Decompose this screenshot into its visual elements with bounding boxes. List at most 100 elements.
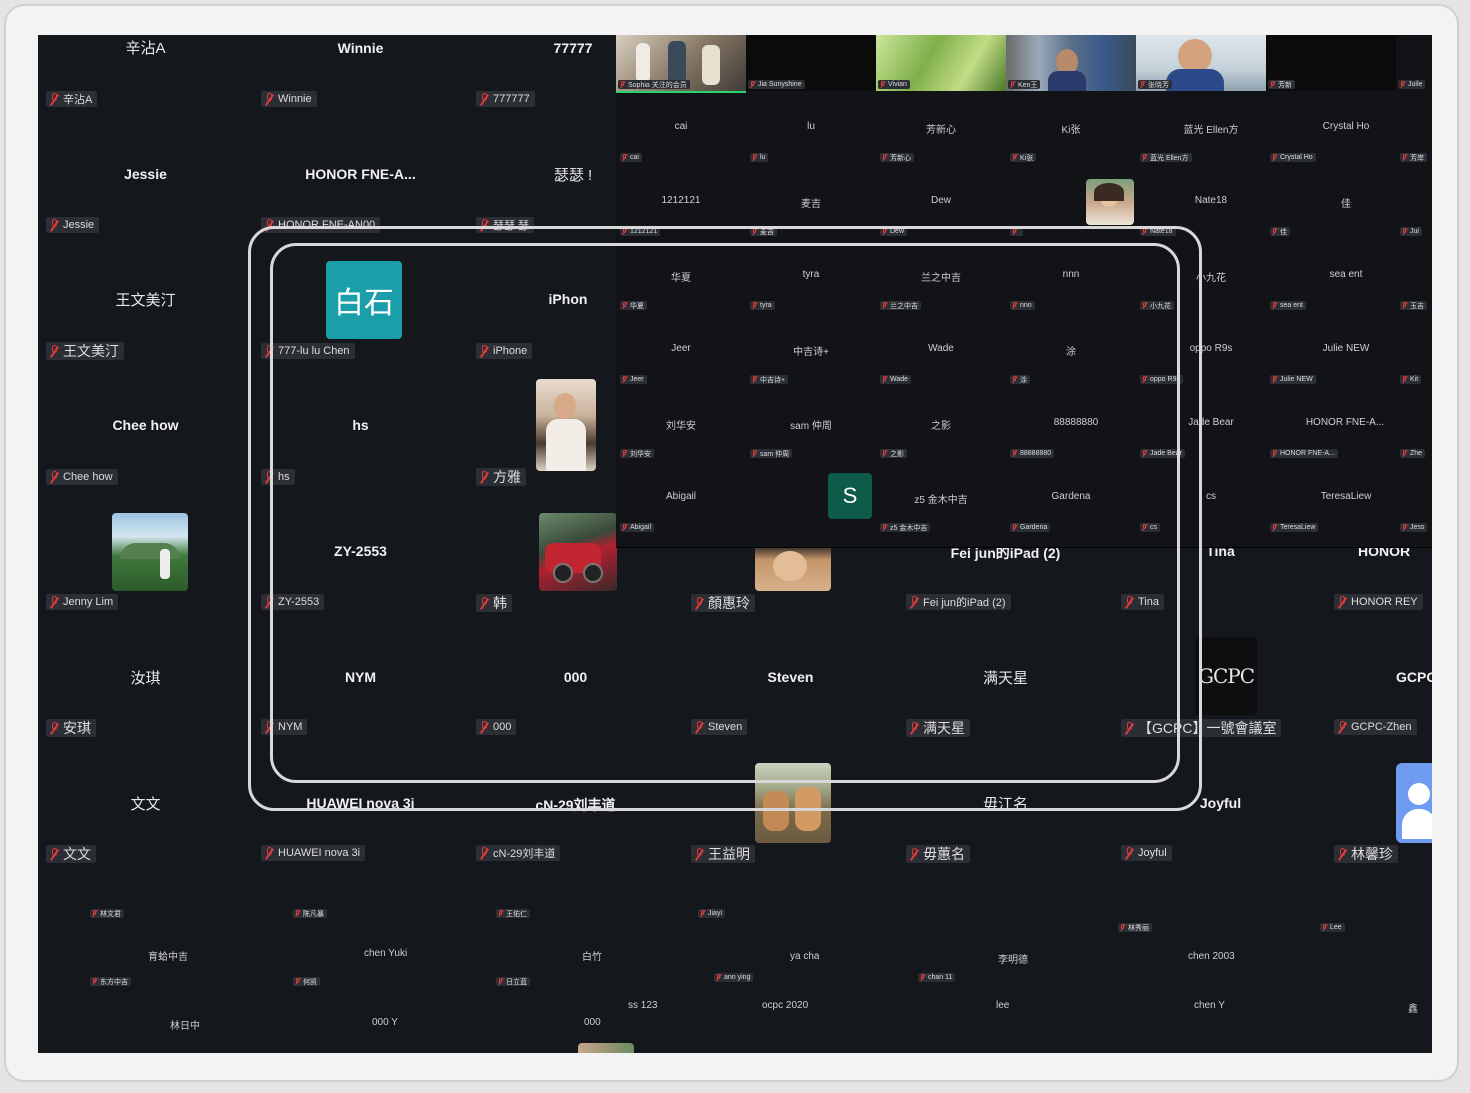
- mic-muted-icon: [1142, 524, 1148, 531]
- participant-name: Jeer: [671, 343, 691, 354]
- selection-outline-outer: [248, 226, 1202, 811]
- participant-name: 兰之中吉: [921, 273, 961, 284]
- participant-tile[interactable]: Steven Steven: [683, 665, 898, 745]
- participant-label: 芳新: [1268, 80, 1295, 89]
- mic-muted-icon: [622, 376, 628, 383]
- participant-tile[interactable]: 000 000: [468, 665, 683, 745]
- participant-tile[interactable]: HUAWEI nova 3i HUAWEI nova 3i: [253, 791, 468, 871]
- participant-label: 日立蓝: [496, 977, 530, 986]
- participant-tile[interactable]: 汝琪 安琪: [38, 665, 253, 745]
- participant-tile[interactable]: 满天星 满天星: [898, 665, 1113, 745]
- mic-muted-icon: [1337, 720, 1348, 734]
- mic-muted-icon: [1337, 847, 1348, 861]
- participant-label: 王益明: [691, 845, 755, 863]
- participant-label: sam 仲周: [750, 449, 793, 458]
- participant-label: 777-lu lu Chen: [261, 343, 355, 359]
- mic-muted-icon: [622, 450, 628, 457]
- video-feed[interactable]: Ken王: [1006, 35, 1136, 91]
- participant-name: sea ent: [1329, 269, 1363, 280]
- participant-label: Jade Bear: [1140, 449, 1185, 458]
- participant-name: 刘华安: [666, 421, 696, 432]
- participant-name: 育蛤中吉: [148, 952, 188, 963]
- participant-tile[interactable]: Winnie Winnie: [253, 35, 468, 115]
- mic-muted-icon: [1012, 524, 1018, 531]
- participant-label: Chee how: [46, 469, 118, 485]
- participant-tile[interactable]: hs hs: [253, 413, 468, 493]
- mic-muted-icon: [49, 470, 60, 484]
- mic-muted-icon: [882, 302, 888, 309]
- mic-muted-icon: [479, 344, 490, 358]
- participant-tile[interactable]: ZY-2553 ZY-2553: [253, 539, 468, 619]
- participant-tile[interactable]: Jenny Lim: [38, 511, 253, 619]
- mic-muted-icon: [1270, 81, 1276, 88]
- participant-label: Ki张: [1010, 153, 1037, 162]
- participant-name: 1212121: [661, 195, 701, 206]
- video-feed[interactable]: 张晓芳: [1136, 35, 1266, 91]
- participant-name: Jessie: [124, 166, 167, 182]
- participant-label: 林文君: [90, 909, 124, 918]
- participant-tile[interactable]: iPhon iPhone: [468, 287, 618, 367]
- video-feed[interactable]: Sophia 关注的会员: [616, 35, 746, 93]
- participant-label: 辛沾A: [46, 91, 98, 107]
- participant-tile[interactable]: Jessie Jessie: [38, 161, 253, 241]
- participant-name: lu: [807, 121, 815, 132]
- participant-label: 000: [476, 719, 517, 735]
- profile-photo: [112, 513, 188, 591]
- mic-muted-icon: [752, 302, 758, 309]
- mic-muted-icon: [498, 978, 504, 985]
- participant-tile[interactable]: 77777 777777: [468, 35, 618, 115]
- participant-name: 满天星: [982, 670, 1028, 687]
- participant-label: 中吉诗+: [750, 375, 789, 384]
- video-feed[interactable]: Jia Sunyshine: [746, 35, 876, 91]
- participant-name: Nate18: [1194, 195, 1228, 206]
- participant-label: Jenny Lim: [46, 594, 119, 610]
- participant-label: 方雅: [476, 468, 526, 486]
- participant-name: ZY-2553: [334, 543, 387, 559]
- mic-muted-icon: [295, 910, 301, 917]
- participant-label: Julie NEW: [1270, 375, 1316, 384]
- participant-tile[interactable]: Joyful Joyful: [1113, 791, 1328, 871]
- participant-label: Ken王: [1008, 80, 1041, 89]
- participant-tile[interactable]: 方雅: [468, 379, 618, 493]
- profile-photo: [539, 513, 617, 591]
- participant-tile[interactable]: HONOR HONOR REY: [1328, 539, 1432, 619]
- video-feed[interactable]: Juile: [1396, 35, 1432, 91]
- participant-name: NYM: [344, 669, 377, 685]
- video-feed[interactable]: Vivian: [876, 35, 1006, 91]
- participant-name: chen 2003: [1188, 951, 1235, 962]
- participant-label: ann ying: [714, 973, 754, 982]
- participant-label: Joyful: [1121, 845, 1172, 861]
- mic-muted-icon: [49, 92, 60, 106]
- participant-tile[interactable]: 韩: [468, 511, 618, 619]
- participant-tile[interactable]: Chee how Chee how: [38, 413, 253, 493]
- participant-label: 涂: [1010, 375, 1030, 384]
- mic-muted-icon: [1272, 228, 1278, 235]
- mic-muted-icon: [498, 910, 504, 917]
- participant-tile[interactable]: Fei jun的iPad (2) Fei jun的iPad (2): [898, 539, 1113, 619]
- participant-tile[interactable]: 王文美汀 王文美汀: [38, 287, 253, 367]
- participant-label: Jia Sunyshine: [748, 80, 805, 89]
- participant-tile[interactable]: 辛沾A 辛沾A: [38, 35, 253, 115]
- participant-name: 之影: [931, 421, 951, 432]
- participant-tile[interactable]: 瑟瑟 ! 瑟瑟 瑟: [468, 161, 618, 241]
- participant-label: Abigail: [620, 523, 655, 532]
- participant-tile[interactable]: 文文 文文: [38, 791, 253, 871]
- participant-label: nnn: [1010, 301, 1035, 310]
- mic-muted-icon: [716, 974, 722, 981]
- participant-label: HUAWEI nova 3i: [261, 845, 366, 861]
- mic-muted-icon: [1402, 302, 1408, 309]
- participant-label: HONOR FNE-A...: [1270, 449, 1338, 458]
- participant-label: cs: [1140, 523, 1160, 532]
- participant-tile[interactable]: 林馨珍: [1328, 763, 1432, 871]
- participant-label: Fei jun的iPad (2): [906, 594, 1011, 610]
- participant-label: 芳岸: [1400, 153, 1427, 162]
- mic-muted-icon: [920, 974, 926, 981]
- participant-label: 张晓芳: [1138, 80, 1172, 89]
- profile-photo: [578, 1043, 634, 1053]
- video-feed[interactable]: 芳新: [1266, 35, 1396, 91]
- participant-tile[interactable]: 白石 777-lu lu Chen: [253, 261, 468, 367]
- participant-tile[interactable]: GCPC GCPC-Zhen: [1328, 665, 1432, 745]
- gallery-overlay: Sophia 关注的会员 Jia Sunyshine Vivian Ken王 张…: [616, 35, 1432, 548]
- mic-muted-icon: [1012, 154, 1018, 161]
- participant-label: Wade: [880, 375, 912, 384]
